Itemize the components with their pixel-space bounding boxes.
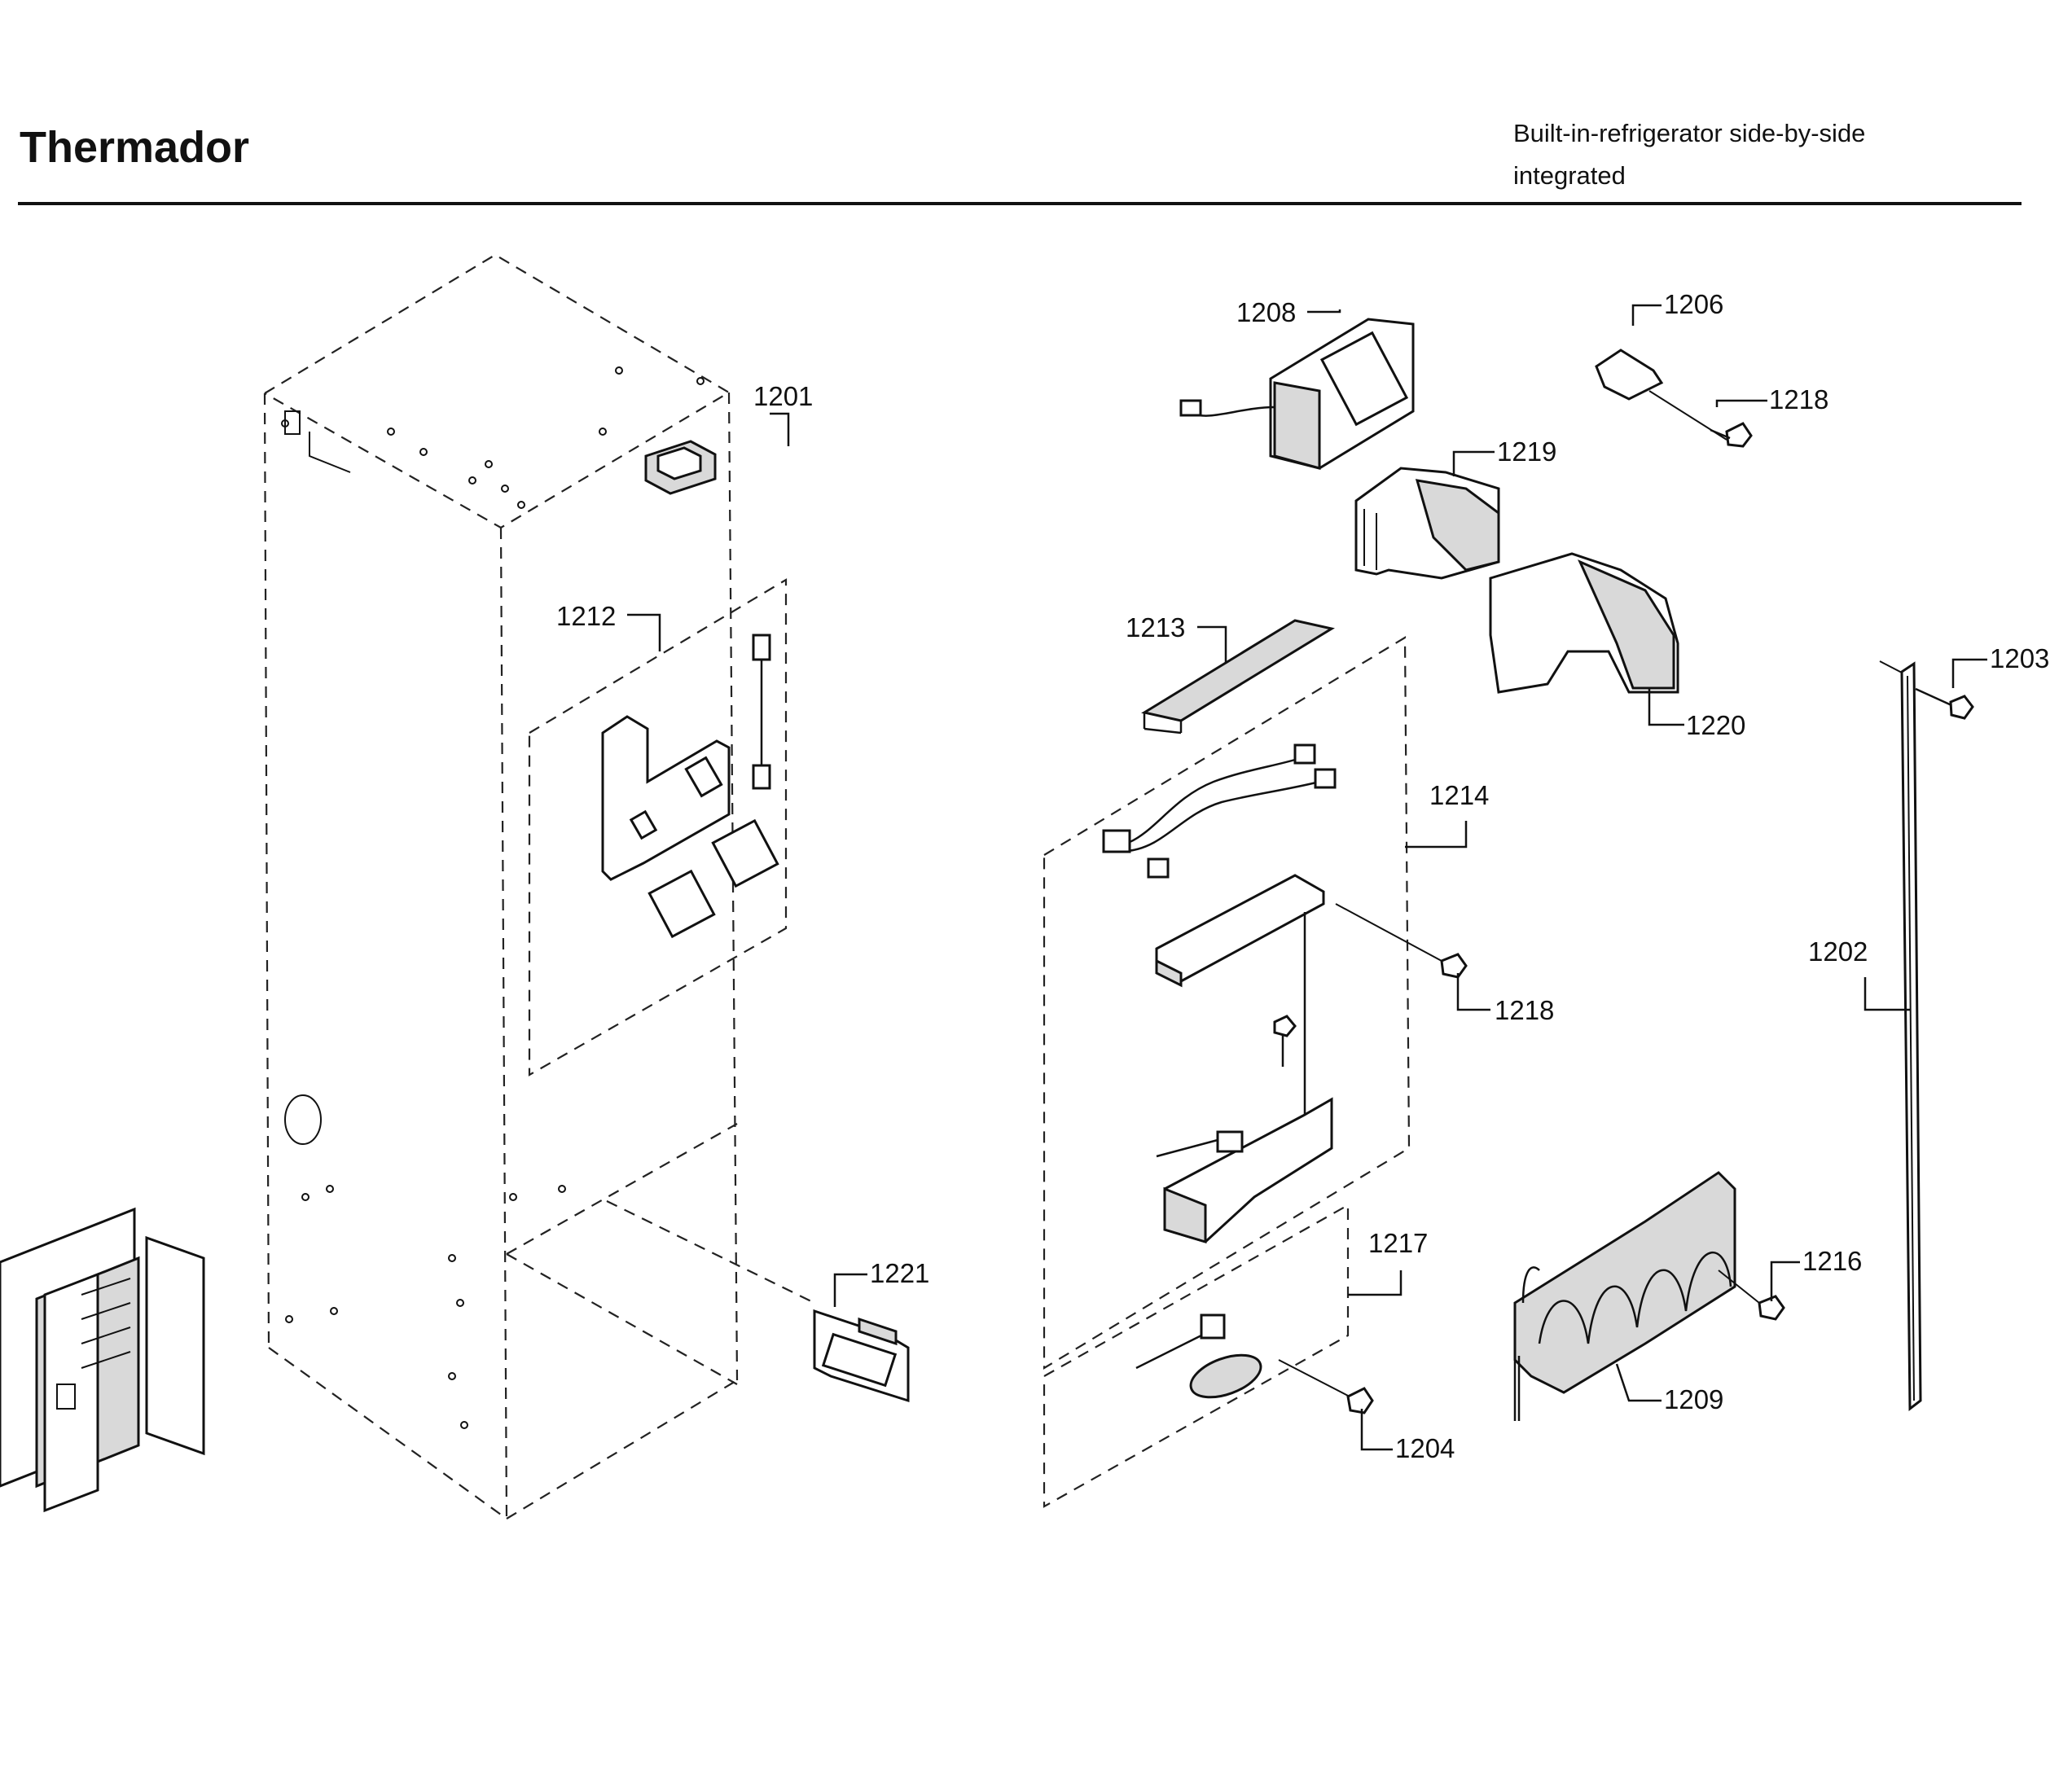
callout-1217: 1217: [1368, 1228, 1428, 1258]
callout-1221: 1221: [870, 1258, 929, 1288]
callout-1212: 1212: [556, 601, 616, 631]
part-1216-screw: [1718, 1270, 1785, 1321]
part-1218-screw-top: [1710, 422, 1753, 448]
part-1206-clip: [1595, 349, 1727, 441]
callout-1218-top: 1218: [1769, 384, 1828, 414]
subtitle-line-2: integrated: [1513, 161, 1626, 190]
part-1201-switch-housing: [644, 440, 717, 495]
leader-lines: [627, 304, 1987, 1451]
part-1219-duct: [1354, 467, 1500, 580]
callout-1219: 1219: [1497, 436, 1556, 467]
assembly-1217-outline: [1043, 1204, 1350, 1508]
product-subtitle: Built-in-refrigerator side-by-side integ…: [1513, 112, 1969, 197]
callout-1208: 1208: [1236, 297, 1296, 327]
part-1220-duct-cover: [1489, 552, 1679, 694]
part-1221-control-module: [813, 1309, 910, 1403]
callout-1201: 1201: [753, 381, 813, 411]
panel-1212-outline: [528, 578, 788, 1077]
callout-1213: 1213: [1126, 612, 1185, 642]
callout-1203: 1203: [1990, 643, 2049, 673]
part-1204-screw: [1278, 1359, 1374, 1414]
part-1218-screw-mid: [1335, 903, 1468, 979]
subtitle-line-1: Built-in-refrigerator side-by-side: [1513, 119, 1866, 147]
part-1208-fan-motor: [1179, 318, 1415, 470]
callout-1216: 1216: [1802, 1246, 1862, 1276]
callout-1204: 1204: [1395, 1433, 1455, 1463]
part-1202-rail: [1879, 660, 1922, 1412]
evaporator-cover-assembly: [0, 1207, 205, 1513]
assembly-1214-outline: [1043, 636, 1411, 1370]
header-rule: [18, 202, 2022, 205]
cabinet-outline: [263, 253, 815, 1519]
callout-labels: 1201 1212 1221 1208 1206 1218 1219 1213 …: [556, 289, 2049, 1463]
part-1209-evaporator: [1513, 1171, 1736, 1421]
callout-1202: 1202: [1808, 936, 1868, 967]
callout-1220: 1220: [1686, 710, 1745, 740]
callout-1214: 1214: [1429, 780, 1489, 810]
callout-1209: 1209: [1664, 1384, 1723, 1414]
callout-1218-mid: 1218: [1495, 995, 1554, 1025]
part-1213-strip: [1141, 619, 1335, 735]
callout-1206: 1206: [1664, 289, 1723, 319]
brand-title: Thermador: [20, 123, 250, 172]
part-1203-screw: [1915, 687, 1974, 720]
